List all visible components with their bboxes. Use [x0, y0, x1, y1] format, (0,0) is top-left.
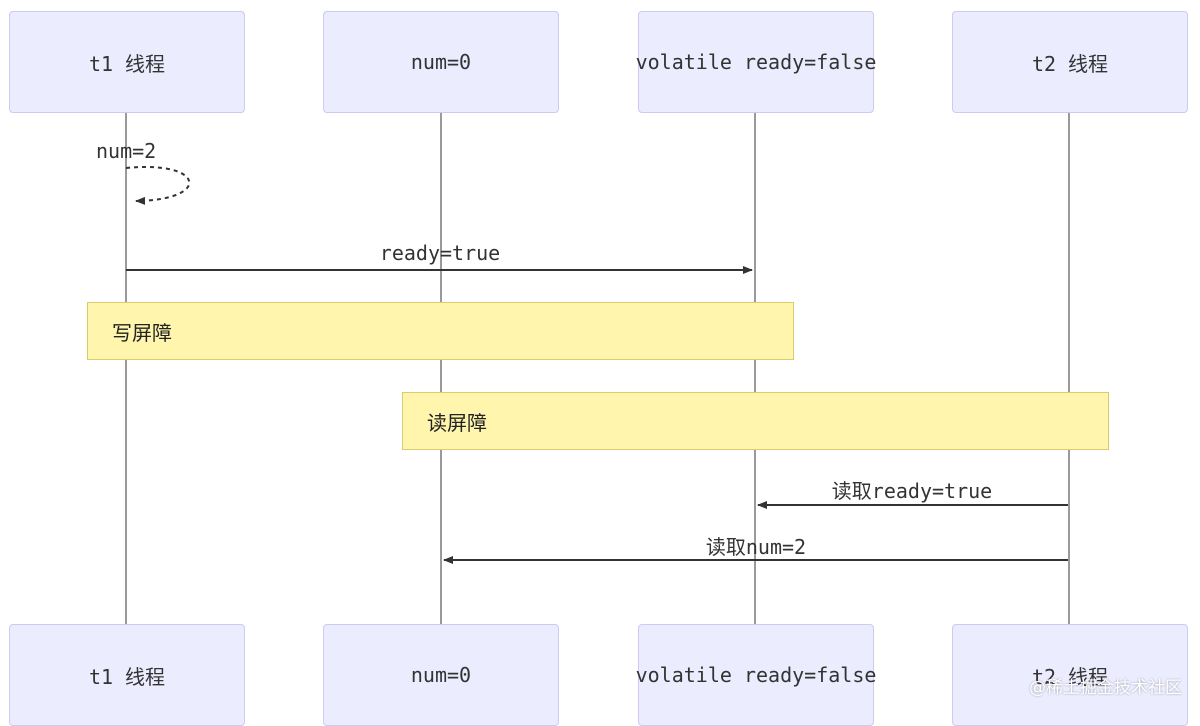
participant-label: num=0: [410, 50, 472, 74]
participant-t1-top: t1 线程: [9, 11, 245, 113]
participant-label: t1 线程: [88, 664, 166, 689]
participant-t1-bottom: t1 线程: [9, 624, 245, 726]
participant-label: t1 线程: [88, 51, 166, 76]
participant-num-bottom: num=0: [323, 624, 559, 726]
participant-num-top: num=0: [323, 11, 559, 113]
participant-t2-top: t2 线程: [952, 11, 1188, 113]
note-label: 写屏障: [112, 320, 172, 345]
participant-label: volatile ready=false: [635, 50, 877, 74]
message-label-read-ready: 读取ready=true: [831, 479, 993, 503]
message-label-read-num: 读取num=2: [705, 535, 807, 559]
participant-ready-bottom: volatile ready=false: [635, 624, 877, 726]
message-label-ready-true: ready=true: [379, 241, 501, 265]
note-read-barrier: 读屏障: [402, 392, 1109, 450]
participant-label: num=0: [410, 663, 472, 687]
lifeline-ready: [754, 113, 756, 624]
lifeline-t2: [1068, 113, 1070, 624]
lifeline-num: [440, 113, 442, 624]
self-message-arrow: [125, 166, 191, 205]
participant-label: t2 线程: [1031, 664, 1109, 689]
note-write-barrier: 写屏障: [87, 302, 794, 360]
participant-label: volatile ready=false: [635, 663, 877, 687]
message-label-self: num=2: [96, 139, 157, 163]
watermark: @稀土掘金技术社区: [1029, 678, 1182, 698]
lifeline-t1: [125, 113, 127, 624]
participant-label: t2 线程: [1031, 51, 1109, 76]
participant-ready-top: volatile ready=false: [635, 11, 877, 113]
note-label: 读屏障: [427, 410, 487, 435]
participant-t2-bottom: t2 线程: [952, 624, 1188, 726]
